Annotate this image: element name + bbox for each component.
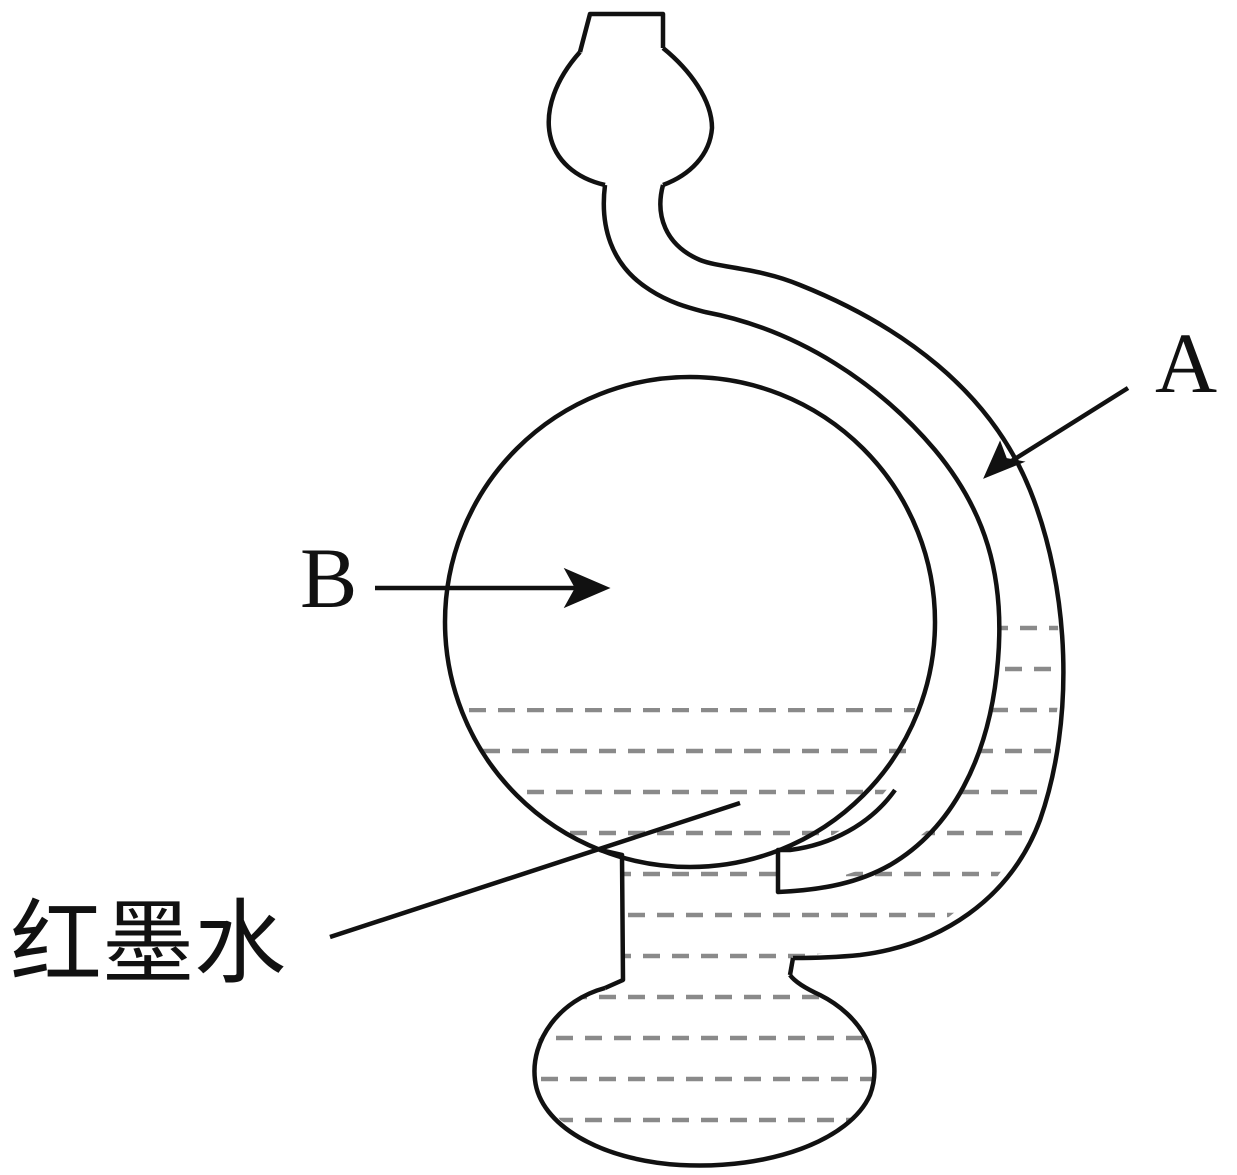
sphere-b [442,374,938,870]
red-ink-liquid [465,625,1060,1123]
top-neck [577,11,666,53]
tube-a-outer [658,184,1066,961]
arrow-b [375,567,611,609]
label-b: B [300,530,357,626]
stand-neck-right [787,957,796,976]
tube-a-inner [601,184,1002,895]
stand-neck-left [599,847,626,991]
label-red-ink: 红墨水 [10,890,286,997]
red-ink-pointer-line [329,800,741,940]
top-bulb-left [546,50,606,188]
arrow-a [983,386,1130,479]
top-bulb-right [661,46,715,188]
glass-outline [442,11,1066,1168]
bottom-reservoir [532,973,877,1168]
label-a: A [1155,315,1217,411]
